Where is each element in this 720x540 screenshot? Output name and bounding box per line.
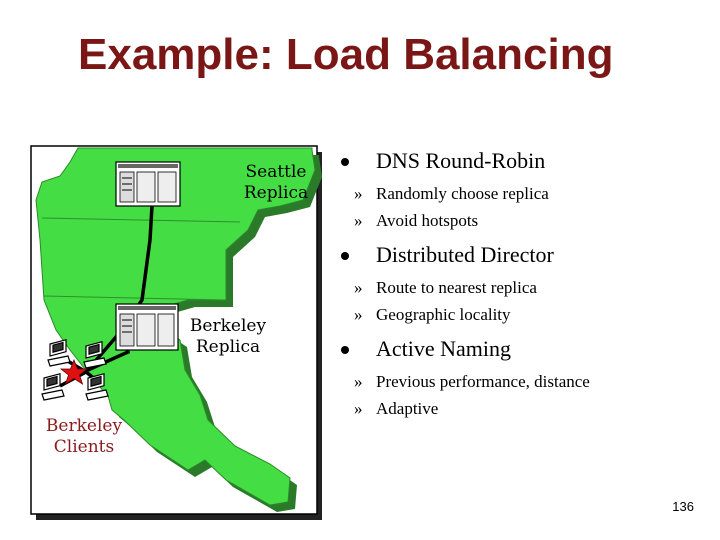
star-icon [59, 358, 89, 385]
sub-bullet-text: Geographic locality [376, 305, 511, 324]
seattle-replica-label: Seattle Replica [226, 162, 326, 204]
berkeley-label-line1: Berkeley [189, 316, 267, 336]
sub-bullet: » Geographic locality [338, 301, 718, 328]
client-computer-icon [83, 340, 107, 369]
bullet-dot-icon [341, 158, 349, 166]
seattle-label-line1: Seattle [245, 162, 307, 182]
sub-marker-icon: » [354, 399, 363, 418]
map-land [35, 147, 316, 506]
berkeley-server-icon [115, 303, 179, 351]
sub-bullet-text: Route to nearest replica [376, 278, 537, 297]
bullet-label: Distributed Director [376, 242, 554, 267]
bullet-list: DNS Round-Robin » Randomly choose replic… [338, 148, 718, 430]
seattle-server-icon [115, 161, 181, 207]
sub-bullet: » Adaptive [338, 395, 718, 422]
client-computer-icon [85, 372, 109, 401]
bullet-item: Distributed Director [338, 242, 718, 268]
sub-bullet: » Avoid hotspots [338, 207, 718, 234]
bullet-dot-icon [341, 252, 349, 260]
sub-marker-icon: » [354, 372, 363, 391]
sub-marker-icon: » [354, 278, 363, 297]
bullet-group: Active Naming » Previous performance, di… [338, 336, 718, 422]
berkeley-clients-label: Berkeley Clients [34, 416, 134, 458]
bullet-dot-icon [341, 346, 349, 354]
state-borders [41, 217, 241, 301]
page-number: 136 [672, 499, 694, 514]
sub-bullet: » Previous performance, distance [338, 368, 718, 395]
berkeley-replica-label: Berkeley Replica [180, 316, 276, 358]
clients-label-line2: Clients [53, 437, 115, 457]
bullet-label: Active Naming [376, 336, 512, 361]
bullet-group: DNS Round-Robin » Randomly choose replic… [338, 148, 718, 234]
client-computer-icon [47, 338, 71, 367]
sub-marker-icon: » [354, 211, 363, 230]
sub-bullet: » Route to nearest replica [338, 274, 718, 301]
sub-marker-icon: » [354, 305, 363, 324]
bullet-group: Distributed Director » Route to nearest … [338, 242, 718, 328]
clients-label-line1: Berkeley [45, 416, 123, 436]
client-computer-icon [41, 372, 65, 401]
sub-marker-icon: » [354, 184, 363, 203]
slide-title: Example: Load Balancing [78, 30, 614, 79]
bullet-label: DNS Round-Robin [376, 148, 546, 173]
sub-bullet: » Randomly choose replica [338, 180, 718, 207]
sub-bullet-text: Randomly choose replica [376, 184, 549, 203]
berkeley-label-line2: Replica [195, 337, 261, 357]
bullet-item: DNS Round-Robin [338, 148, 718, 174]
sub-bullet-text: Adaptive [376, 399, 439, 418]
seattle-label-line2: Replica [243, 183, 309, 203]
sub-bullet-text: Avoid hotspots [376, 211, 479, 230]
sub-bullet-text: Previous performance, distance [376, 372, 590, 391]
bullet-item: Active Naming [338, 336, 718, 362]
